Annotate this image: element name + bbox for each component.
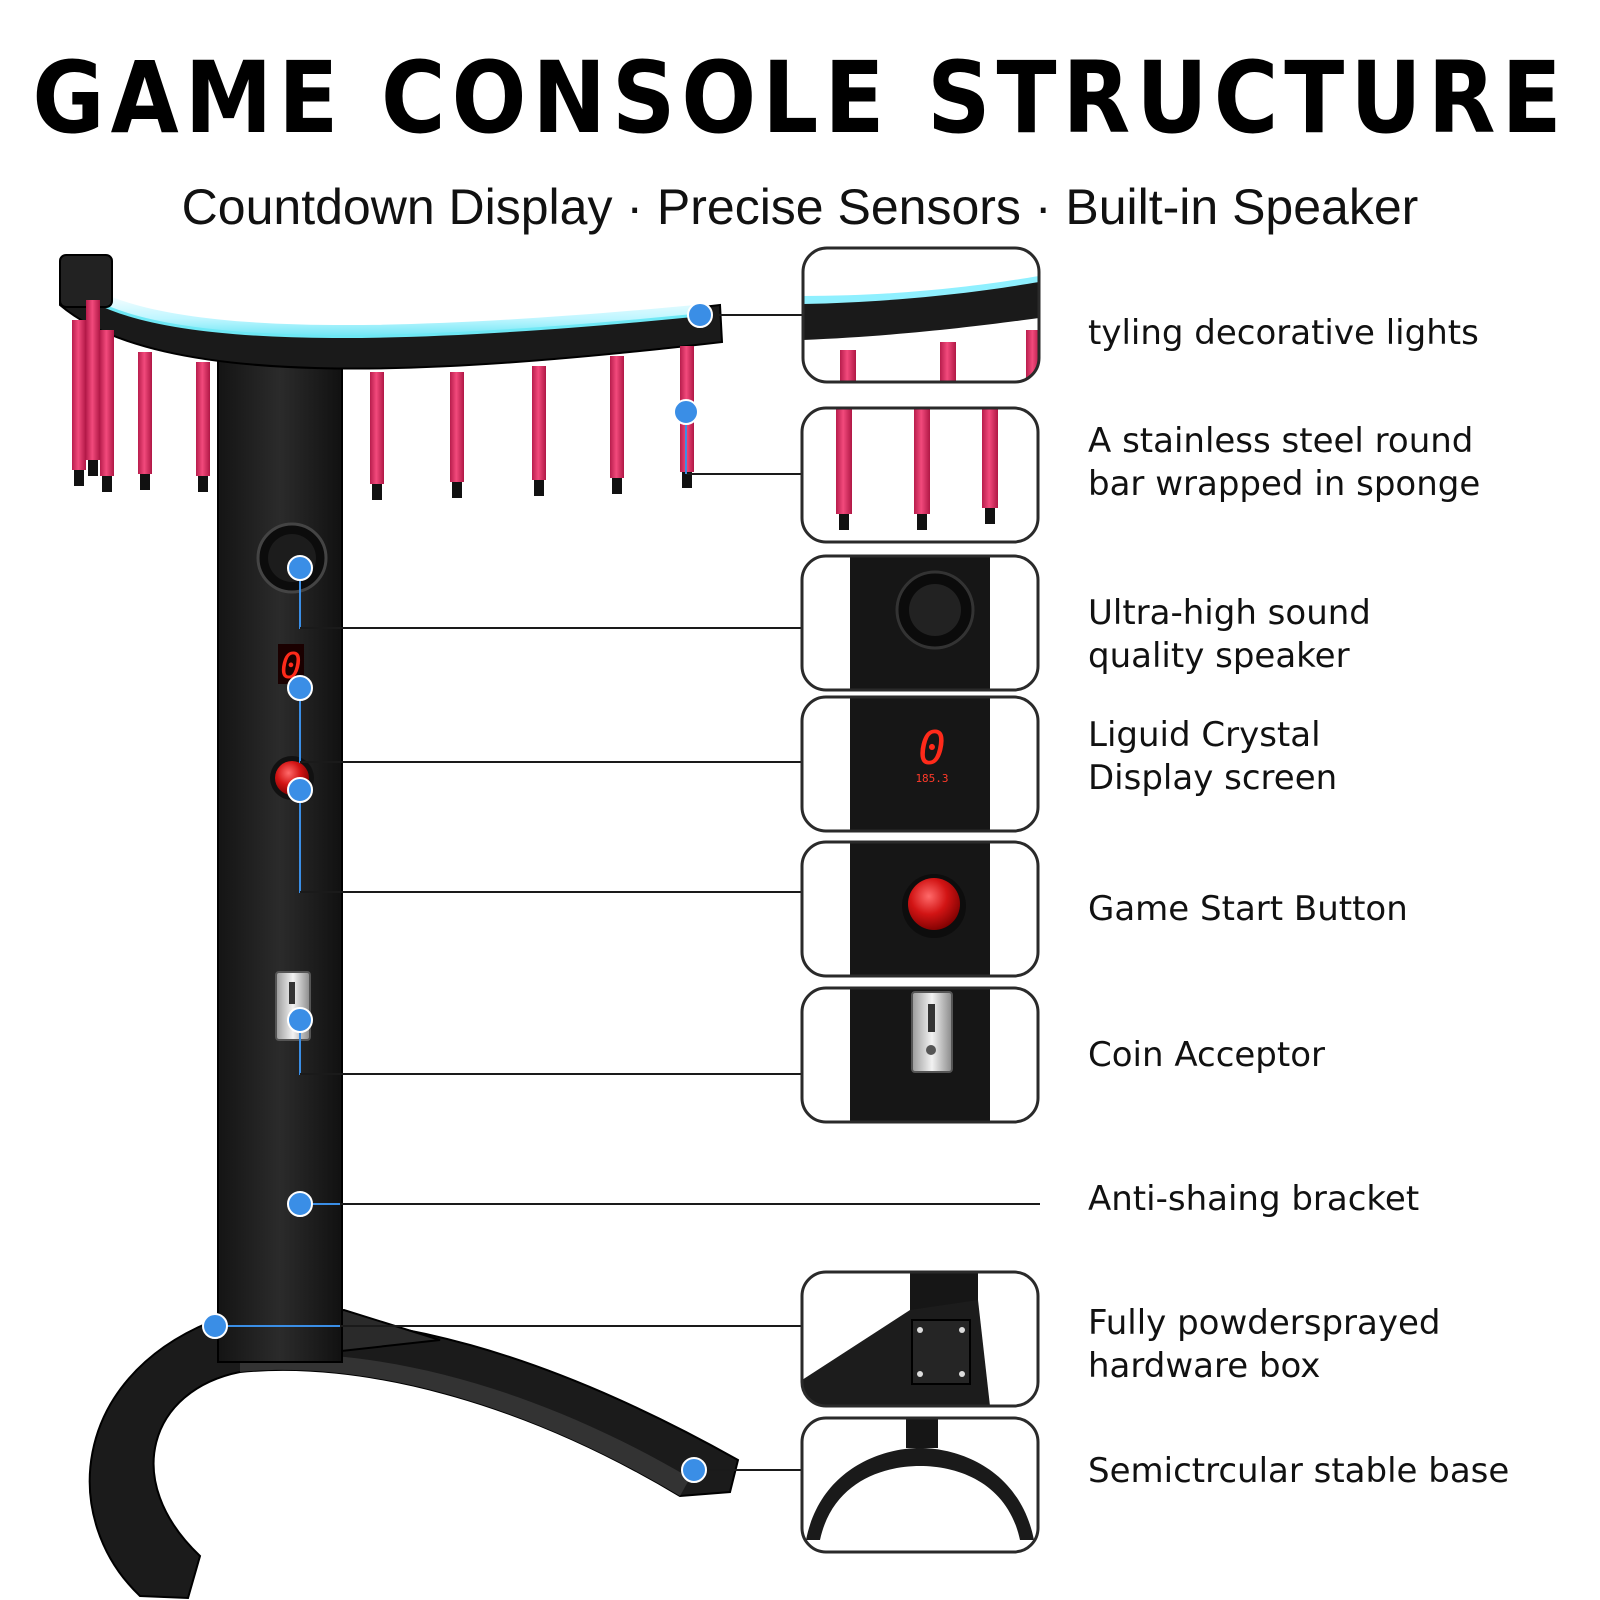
marker-speaker [287,555,313,581]
zoom-lcd-small: 185.3 [915,772,948,785]
label-bar: A stainless steel round bar wrapped in s… [1088,420,1588,506]
label-display: Liguid Crystal Display screen [1088,714,1588,800]
connector-coin-blue [299,1020,802,1075]
label-bar-line-2: bar wrapped in sponge [1088,464,1481,504]
label-display-line-1: Liguid Crystal [1088,715,1321,755]
semicircular-base [88,1316,740,1600]
label-lights-line-1: tyling decorative lights [1088,313,1479,353]
label-base: Semictrcular stable base [1088,1450,1588,1493]
zoom-panel-start [800,840,1040,978]
page-title: GAME CONSOLE STRUCTURE [32,40,1568,156]
lcd-display: 0 [278,644,304,687]
callout-connectors [215,314,1040,1471]
label-display-line-2: Display screen [1088,758,1338,798]
marker-bracket [287,1191,313,1217]
console-illustration: 0 [59,254,740,1600]
label-box-line-1: Fully powdersprayed [1088,1303,1441,1343]
label-base-line-1: Semictrcular stable base [1088,1451,1510,1491]
label-start: Game Start Button [1088,888,1588,931]
zoom-panel-bar [800,406,1040,544]
callout-markers [202,302,713,1483]
label-bracket: Anti-shaing bracket [1088,1178,1588,1221]
marker-lights [687,302,713,328]
label-speaker-line-2: quality speaker [1088,636,1350,676]
support-pole [217,359,343,1363]
zoom-panel-speaker [800,554,1040,692]
label-start-line-1: Game Start Button [1088,889,1408,929]
label-coin: Coin Acceptor [1088,1034,1588,1077]
zoom-lcd-digit: 0 [918,721,946,775]
label-lights: tyling decorative lights [1088,312,1588,355]
connector-start-blue [299,790,802,893]
zoom-panel-base [800,1416,1040,1554]
page-subtitle: Countdown Display · Precise Sensors · Bu… [181,179,1419,235]
marker-base [681,1457,707,1483]
marker-bar [673,399,699,425]
zoom-panel-box [800,1270,1040,1408]
zoom-panel-coin [800,986,1040,1124]
zoom-panel-display: 0 185.3 [800,695,1040,833]
connector-display-blue [299,688,802,763]
label-speaker-line-1: Ultra-high sound [1088,593,1371,633]
label-speaker: Ultra-high sound quality speaker [1088,592,1588,678]
label-box: Fully powdersprayed hardware box [1088,1302,1588,1388]
connector-speaker-blue [299,568,802,629]
sponge-bars [72,300,694,500]
marker-display [287,675,313,701]
zoom-panel-lights [801,246,1041,384]
marker-start [287,777,313,803]
decorative-light-strip [96,292,708,337]
label-bracket-line-1: Anti-shaing bracket [1088,1179,1420,1219]
label-coin-line-1: Coin Acceptor [1088,1035,1326,1075]
marker-coin [287,1007,313,1033]
label-bar-line-1: A stainless steel round [1088,421,1474,461]
marker-box [202,1313,228,1339]
label-box-line-2: hardware box [1088,1346,1321,1386]
